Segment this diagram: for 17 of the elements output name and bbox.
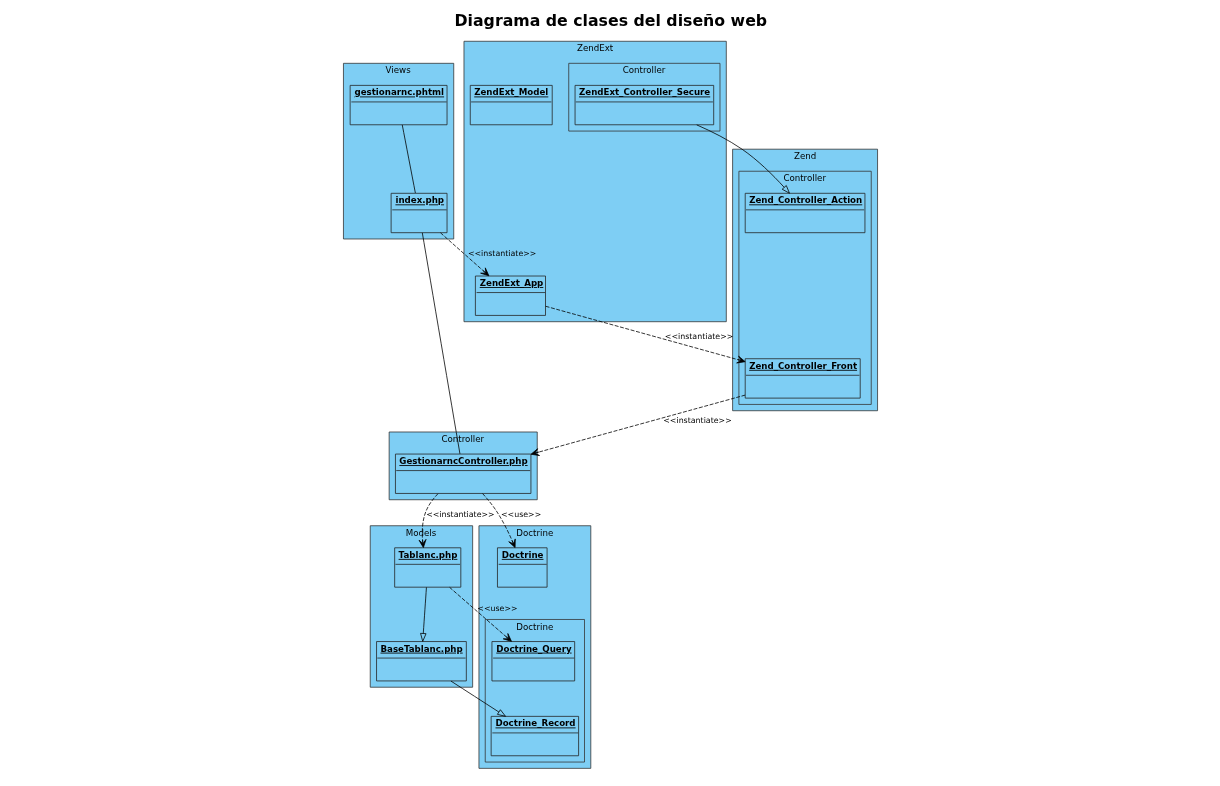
edge-label: <<instantiate>> [467, 249, 536, 259]
edge-label: <<instantiate>> [425, 510, 495, 520]
arrow [419, 586, 427, 642]
arrow [418, 493, 438, 548]
diagram-title: Diagrama de clases del diseño web [454, 11, 767, 31]
arrow [450, 680, 506, 717]
connector [421, 232, 460, 455]
edge-label: <<use>> [500, 510, 541, 520]
arrow [481, 493, 516, 548]
arrow [530, 394, 745, 456]
arrow [544, 305, 746, 364]
arrow [439, 232, 489, 277]
connector [401, 124, 416, 194]
edge-label: <<instantiate>> [662, 416, 732, 426]
edge-label: <<use>> [476, 603, 518, 613]
arrow [448, 586, 512, 642]
arrow [695, 124, 790, 194]
